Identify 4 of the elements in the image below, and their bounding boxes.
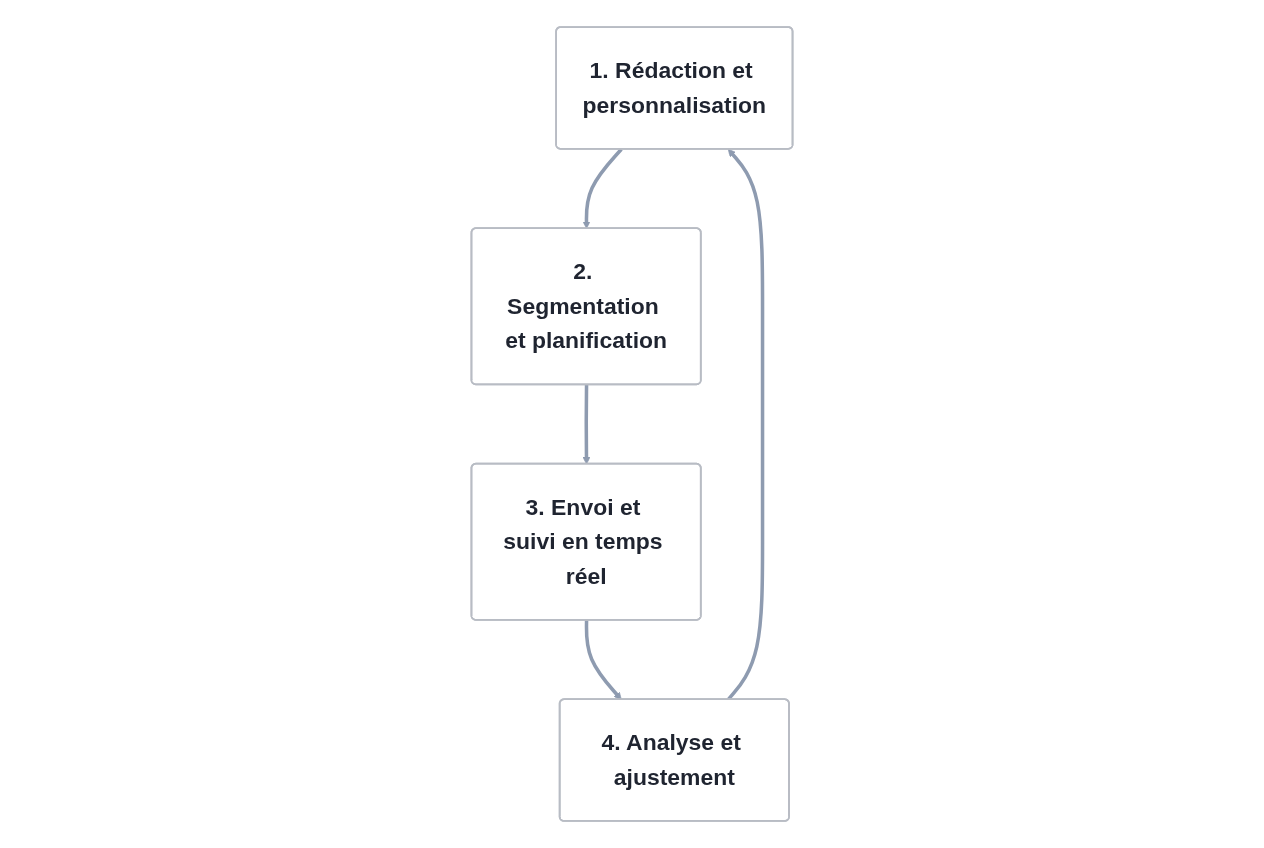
arrow <box>726 148 765 701</box>
arrow <box>584 620 622 700</box>
arrow <box>582 384 591 465</box>
arrow <box>582 148 623 229</box>
